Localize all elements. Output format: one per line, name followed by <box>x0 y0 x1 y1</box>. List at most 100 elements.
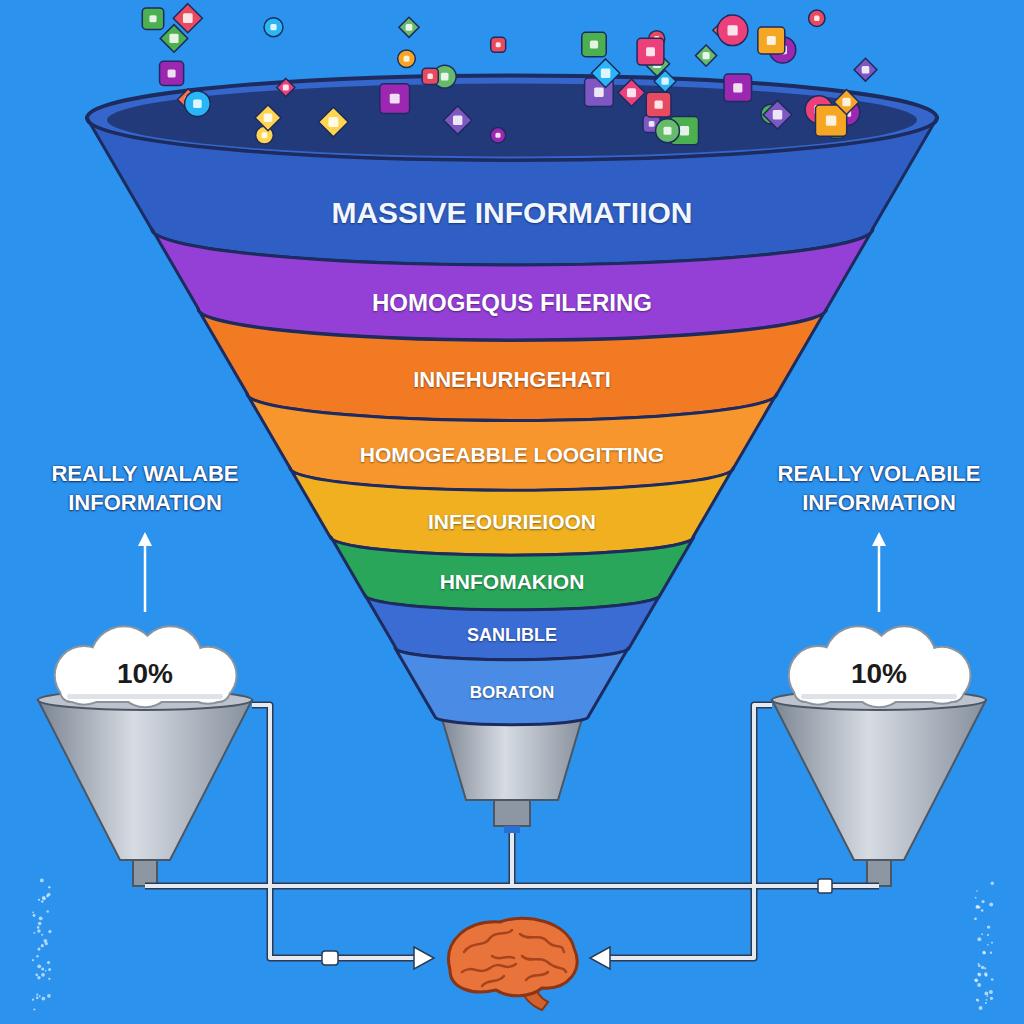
band-group <box>395 648 628 725</box>
icon <box>398 50 416 68</box>
spray-dot <box>45 970 47 972</box>
spray-dot <box>41 944 44 947</box>
spray-dot <box>982 951 985 954</box>
icon-glyph <box>428 74 433 79</box>
spray-dot <box>33 1008 35 1010</box>
cloud-shade <box>801 694 957 699</box>
icon <box>695 45 716 66</box>
icon-glyph <box>328 117 338 127</box>
spray-dot <box>990 951 992 953</box>
icon <box>618 79 645 106</box>
icon-glyph <box>149 15 156 22</box>
icon-square <box>160 61 184 85</box>
icon-glyph <box>842 98 850 106</box>
spray-dot <box>41 934 43 936</box>
spray-dot <box>975 979 979 983</box>
spray-dot <box>989 990 993 994</box>
band-fill <box>198 309 826 420</box>
pipe-outline <box>610 705 772 958</box>
icon <box>444 106 472 134</box>
spray-dot <box>976 890 978 892</box>
spout-nozzle <box>494 800 530 826</box>
icon <box>255 105 281 131</box>
pipe-outline <box>509 833 516 886</box>
funnel-band: MASSIVE INFORMATIION <box>84 115 940 268</box>
spray-dot <box>45 942 48 945</box>
spray-dot <box>47 994 51 998</box>
spray-dot <box>37 976 40 979</box>
icon-glyph <box>703 52 710 59</box>
icon <box>160 61 184 85</box>
valve <box>322 951 338 965</box>
spray-dot <box>987 995 989 997</box>
icon-glyph <box>664 127 672 135</box>
spray-dot <box>42 997 46 1001</box>
icon-glyph <box>646 47 655 56</box>
up-arrow-line <box>878 542 881 612</box>
icon-glyph <box>168 69 176 77</box>
icon <box>582 32 606 56</box>
band-group <box>365 595 660 660</box>
icon-diamond <box>277 78 295 96</box>
spray-dot <box>977 937 981 941</box>
spray-dot <box>41 973 45 977</box>
spout-tip <box>504 826 520 833</box>
spray-dot <box>38 899 40 901</box>
brain-fold <box>520 934 564 952</box>
spray-dot <box>987 944 989 946</box>
icon-glyph <box>453 115 462 124</box>
band-label: SANLIBLE <box>409 625 614 646</box>
icon-diamond <box>444 106 472 134</box>
spray-dot <box>984 967 986 969</box>
band-shape <box>149 226 876 343</box>
arrow-head <box>590 947 610 969</box>
icon <box>380 84 410 114</box>
spray-dot <box>38 922 42 926</box>
icon-glyph <box>193 99 202 108</box>
icon <box>399 17 419 37</box>
icon-diamond <box>854 58 877 81</box>
side-funnel-body <box>772 700 986 860</box>
icon <box>637 38 664 65</box>
spray-dot <box>39 995 41 997</box>
band-label: HNFOMAKION <box>379 570 646 594</box>
icon-circle <box>398 50 416 68</box>
spray-dot <box>991 978 994 981</box>
icon-glyph <box>773 110 783 120</box>
icon-glyph <box>406 24 413 31</box>
icon-circle <box>490 128 505 143</box>
brain-fold <box>492 956 514 958</box>
band-group <box>331 537 694 610</box>
spray-dot <box>33 914 36 917</box>
icon-square <box>380 84 410 114</box>
funnel-band: HOMOGEQUS FILERING <box>149 226 876 343</box>
icon-circle <box>656 119 680 143</box>
band-label: MASSIVE INFORMATIION <box>166 196 859 231</box>
icon <box>758 27 785 54</box>
spray-dot <box>48 930 51 933</box>
icon-diamond <box>763 100 792 129</box>
icon <box>277 78 295 96</box>
funnel-band: BORATON <box>392 645 631 728</box>
icon-glyph <box>594 88 604 98</box>
band-label: BORATON <box>450 683 575 703</box>
spray-dot <box>981 933 983 935</box>
icon-glyph <box>601 68 611 78</box>
spray-dot <box>36 955 38 957</box>
icon-glyph <box>767 36 776 45</box>
icon-square <box>637 38 664 65</box>
cloud-shade <box>67 694 223 699</box>
valve <box>818 879 832 893</box>
pipe <box>610 705 772 958</box>
icon <box>142 8 163 29</box>
band-fill <box>331 537 694 610</box>
pipe <box>510 833 514 886</box>
icon-diamond <box>399 17 419 37</box>
icon-square <box>491 37 506 52</box>
icon-diamond <box>695 45 716 66</box>
spray-dot <box>41 967 44 970</box>
percent-value: 10% <box>794 658 964 690</box>
brain-fold <box>526 972 548 980</box>
